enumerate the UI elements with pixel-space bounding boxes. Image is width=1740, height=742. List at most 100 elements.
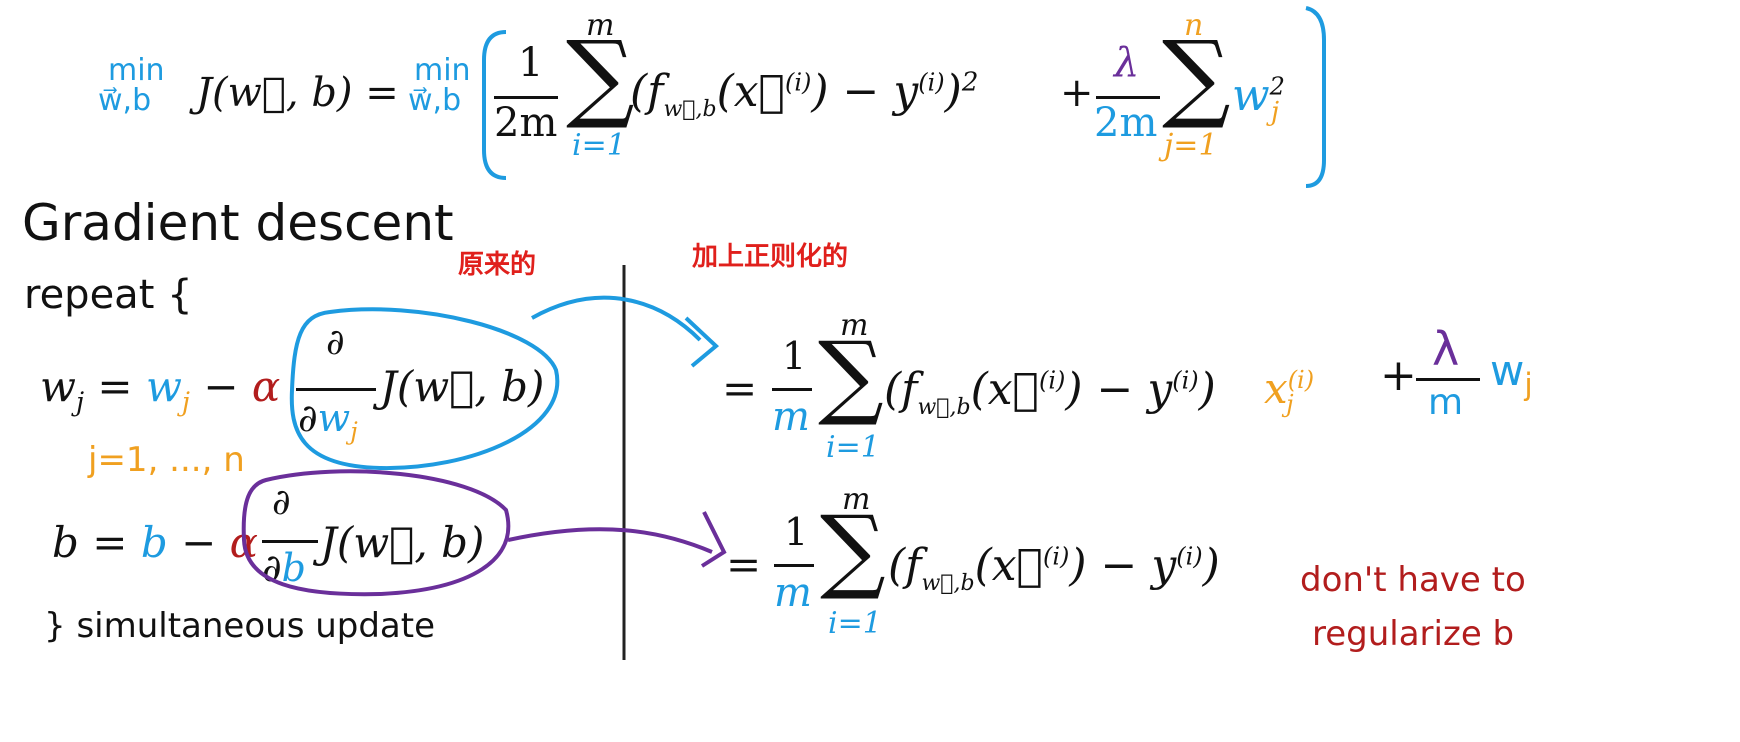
rb-sum-bottom: i=1 — [828, 606, 882, 641]
sum1-sigma: ∑ — [566, 20, 635, 132]
w-loop — [289, 307, 560, 471]
min-word-2: min — [414, 53, 471, 88]
cost-plus: + — [1060, 70, 1094, 116]
rw-one: 1 — [782, 334, 807, 378]
rb-bar — [774, 564, 814, 567]
min-args-2: w⃗,b — [408, 83, 462, 118]
w-update-minus: − — [203, 362, 239, 411]
rw-sum-top: m — [840, 308, 869, 343]
rw-xj-sub: j — [1286, 390, 1294, 419]
sum1-bottom: i=1 — [572, 128, 626, 163]
frac1-den: 2m — [494, 100, 557, 146]
b-partial-bar — [262, 540, 318, 543]
rb-m: m — [774, 570, 812, 616]
note-original: 原来的 — [458, 250, 537, 280]
rw-eq: = — [722, 364, 758, 413]
w-update-j2: j — [181, 387, 190, 418]
b-update-b2: b — [140, 518, 168, 567]
b-update: b = b − α — [52, 518, 258, 567]
rw-sum-bottom: i=1 — [826, 430, 880, 465]
rw-lambda: λ — [1432, 322, 1460, 376]
rb-x: (x⃗ — [974, 540, 1043, 591]
rb-sum-top: m — [842, 482, 871, 517]
rb-f-sub: w⃗,b — [921, 570, 975, 596]
left-bracket — [482, 30, 507, 180]
sum1-f-sub: w⃗,b — [663, 96, 717, 122]
rb-x-sup: (i) — [1042, 542, 1070, 571]
rw-xj: x(i)j — [1264, 364, 1314, 419]
b-partial-num: ∂ — [272, 482, 291, 523]
rb-sigma: ∑ — [820, 496, 886, 603]
sum1-close: ) — [944, 66, 962, 117]
min-word: min — [108, 53, 165, 88]
sum1-minus-y: ) − y — [811, 66, 919, 117]
w-update-eq: = — [97, 362, 133, 411]
frac2-den: 2m — [1094, 100, 1157, 146]
rb-body: (fw⃗,b(x⃗(i)) − y(i)) — [888, 540, 1220, 596]
rw-f: (f — [884, 364, 918, 415]
w-partial-j: j — [350, 417, 358, 446]
section-title: Gradient descent — [22, 194, 454, 252]
purple-arrow-head — [700, 511, 727, 568]
cost-lhs: J(w⃗, b) = — [196, 70, 399, 116]
rw-close: ) — [1198, 364, 1216, 415]
sum1-top: m — [586, 8, 615, 43]
sum1-square: 2 — [961, 67, 979, 98]
sum1-x-sup: (i) — [784, 68, 812, 97]
blue-arrow-head — [684, 316, 720, 368]
b-update-minus: − — [181, 518, 217, 567]
frac1-num: 1 — [518, 40, 544, 86]
frac1-bar — [494, 96, 558, 99]
rw-wj-w: w — [1490, 346, 1525, 395]
rw-lambda-den: m — [1428, 382, 1464, 423]
w-partial-num: ∂ — [326, 322, 345, 363]
j-range: j=1, ..., n — [88, 440, 245, 480]
rb-y-sup: (i) — [1176, 542, 1203, 571]
rw-body: (fw⃗,b(x⃗(i)) − y(i)) — [884, 364, 1216, 420]
rw-minus-y: ) − y — [1065, 364, 1173, 415]
rw-sigma: ∑ — [818, 322, 884, 429]
frac1-den-text: 2m — [494, 100, 558, 146]
b-loop — [241, 469, 511, 597]
note-b-line2: regularize b — [1312, 614, 1515, 654]
blue-arrow — [531, 295, 702, 342]
sum1-f: (f — [630, 66, 664, 117]
rw-x-sup: (i) — [1038, 366, 1066, 395]
sum2-wj: w2j — [1232, 70, 1285, 127]
w-J: J(w⃗, b) — [380, 362, 545, 411]
rw-lambda-bar — [1416, 378, 1480, 381]
rw-x: (x⃗ — [970, 364, 1039, 415]
w-partial-den: ∂wj — [298, 396, 358, 446]
w-update-w2: w — [145, 362, 182, 411]
min-args: w⃗,b — [98, 83, 152, 118]
frac2-lambda: λ — [1114, 40, 1140, 86]
sum1-body: (fw⃗,b(x⃗(i)) − y(i))2 — [630, 66, 978, 122]
sum2-w-sq: 2 — [1269, 72, 1285, 101]
rw-bar — [772, 388, 812, 391]
rw-plus: + — [1380, 350, 1417, 401]
sum2-sigma: ∑ — [1162, 20, 1231, 132]
rw-xj-sup: (i) — [1287, 366, 1315, 394]
rb-f: (f — [888, 540, 922, 591]
note-b-line1: don't have to — [1300, 560, 1526, 600]
rb-close: ) — [1202, 540, 1220, 591]
b-update-eq: = — [92, 518, 128, 567]
sum1-y-sup: (i) — [918, 68, 945, 97]
min-label-right: min w⃗,b — [408, 56, 471, 116]
rw-xj-x: x — [1264, 364, 1288, 413]
sum2-top: n — [1184, 8, 1204, 43]
w-update-w: w — [40, 362, 76, 411]
purple-arrow — [507, 527, 713, 554]
rw-y-sup: (i) — [1172, 366, 1199, 395]
frac2-den-text: 2m — [1094, 100, 1158, 146]
note-regularized: 加上正则化的 — [692, 242, 849, 272]
right-bracket — [1305, 6, 1326, 188]
b-J: J(w⃗, b) — [320, 518, 485, 567]
w-update-alpha: α — [251, 362, 281, 411]
sum1-x: (x⃗ — [716, 66, 785, 117]
frac2-bar — [1096, 96, 1160, 99]
sum2-w: w — [1232, 70, 1270, 121]
rb-eq: = — [726, 540, 762, 589]
w-update-j: j — [75, 387, 85, 418]
sum2-bottom: j=1 — [1164, 128, 1218, 163]
